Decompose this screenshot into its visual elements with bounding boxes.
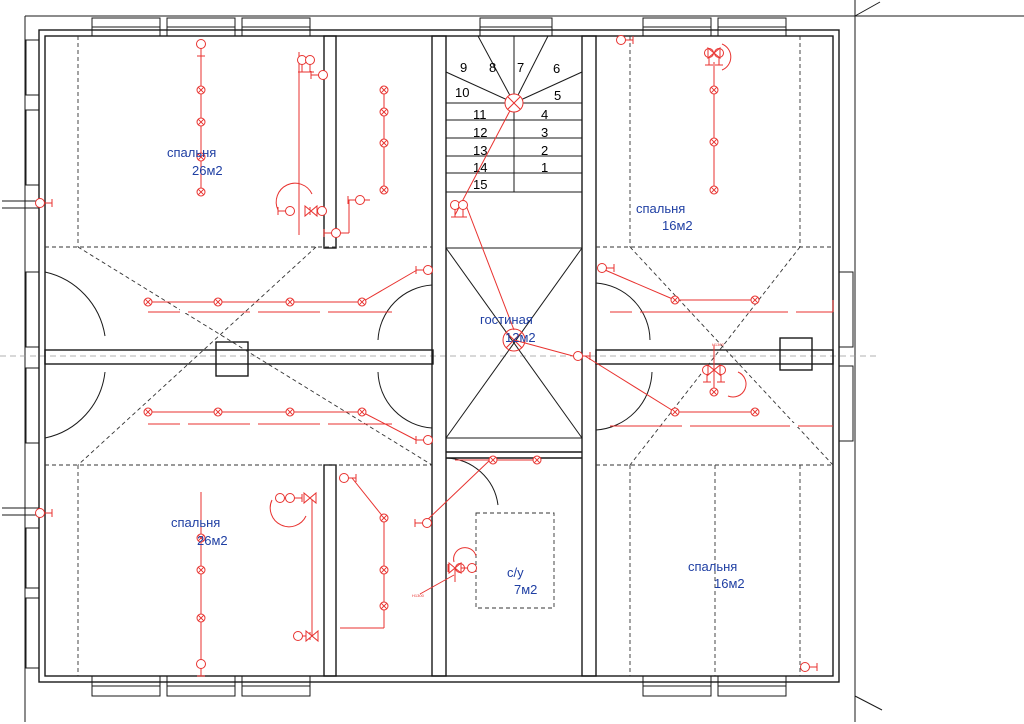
room-name-bedroom-top-left: спальня bbox=[167, 145, 216, 160]
step-5: 5 bbox=[554, 88, 561, 103]
step-1: 1 bbox=[541, 160, 548, 175]
dashed-guides bbox=[45, 36, 834, 676]
step-8: 8 bbox=[489, 60, 496, 75]
ceiling-lights bbox=[143, 85, 760, 623]
room-name-bathroom: с/у bbox=[507, 565, 524, 580]
room-area-living-room: 12м2 bbox=[505, 330, 536, 345]
svg-text:H1300: H1300 bbox=[412, 593, 425, 598]
step-7: 7 bbox=[517, 60, 524, 75]
room-name-bedroom-bottom-left: спальня bbox=[171, 515, 220, 530]
step-10: 10 bbox=[455, 85, 469, 100]
step-11: 11 bbox=[473, 107, 487, 122]
room-name-bedroom-top-right: спальня bbox=[636, 201, 685, 216]
central-light-icon bbox=[502, 93, 526, 352]
annotations: H1300 H1300 bbox=[412, 342, 725, 598]
room-area-bedroom-top-right: 16м2 bbox=[662, 218, 693, 233]
staircase: 1 2 3 4 5 6 7 8 9 10 11 12 13 14 15 bbox=[445, 35, 583, 439]
step-6: 6 bbox=[553, 61, 560, 76]
doors bbox=[44, 271, 653, 512]
step-15: 15 bbox=[473, 177, 487, 192]
room-labels: спальня 26м2 спальня 16м2 гостиная 12м2 … bbox=[167, 145, 745, 597]
room-area-bedroom-top-left: 26м2 bbox=[192, 163, 223, 178]
dimension-marks bbox=[180, 309, 798, 427]
svg-text:H1300: H1300 bbox=[712, 342, 725, 347]
room-area-bedroom-bottom-right: 16м2 bbox=[714, 576, 745, 591]
step-13: 13 bbox=[473, 143, 487, 158]
step-4: 4 bbox=[541, 107, 548, 122]
room-area-bathroom: 7м2 bbox=[514, 582, 537, 597]
step-9: 9 bbox=[460, 60, 467, 75]
room-name-living-room: гостиная bbox=[480, 312, 533, 327]
step-2: 2 bbox=[541, 143, 548, 158]
room-name-bedroom-bottom-right: спальня bbox=[688, 559, 737, 574]
room-area-bedroom-bottom-left: 26м2 bbox=[197, 533, 228, 548]
step-12: 12 bbox=[473, 125, 487, 140]
windows bbox=[2, 17, 854, 697]
step-3: 3 bbox=[541, 125, 548, 140]
